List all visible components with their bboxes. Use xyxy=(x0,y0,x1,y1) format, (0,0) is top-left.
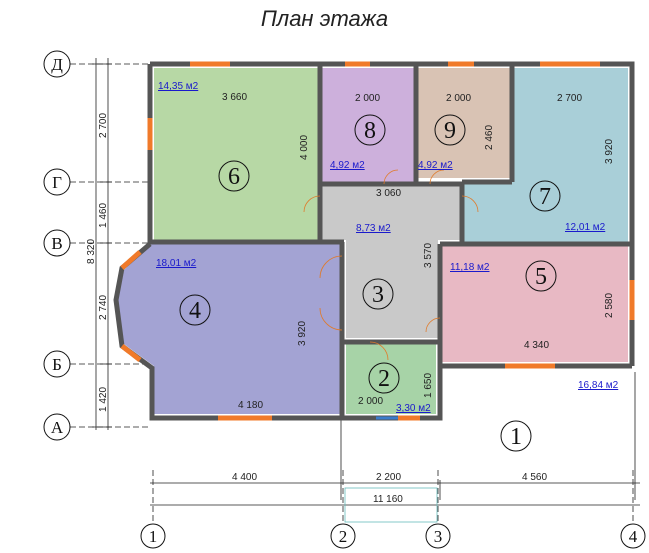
dim-r9-height: 2 460 xyxy=(484,125,495,150)
dim-r4-width: 4 180 xyxy=(238,400,263,411)
dim-left-2: 1 460 xyxy=(98,203,109,228)
room-3 xyxy=(322,186,460,338)
dimension-lines xyxy=(70,58,640,528)
room-8-number: 8 xyxy=(364,118,376,144)
room-5-number: 5 xyxy=(535,264,547,290)
dim-r6-height: 4 000 xyxy=(299,135,310,160)
room-3-area: 8,73 м2 xyxy=(356,223,391,234)
room-9 xyxy=(418,68,510,178)
dim-r7-width: 2 700 xyxy=(557,93,582,104)
room-4 xyxy=(118,244,340,414)
dim-bottom-2: 2 200 xyxy=(376,472,401,483)
room-9-area: 4,92 м2 xyxy=(418,160,453,171)
dim-bottom-total: 11 160 xyxy=(373,494,403,505)
dim-r2-width: 2 000 xyxy=(358,396,383,407)
dim-bottom-1: 4 400 xyxy=(232,472,257,483)
room-8 xyxy=(322,68,414,182)
room-5 xyxy=(442,246,628,362)
dim-r8-width: 2 000 xyxy=(355,93,380,104)
room-2-number: 2 xyxy=(378,366,390,392)
axis-label-1: 1 xyxy=(149,527,158,546)
axis-label-4: 4 xyxy=(629,527,638,546)
room-7 xyxy=(464,68,628,242)
dim-left-4: 1 420 xyxy=(98,387,109,412)
dim-r2-height: 1 650 xyxy=(423,373,434,398)
dim-bottom-3: 4 560 xyxy=(522,472,547,483)
exterior-dimensions: 2 700 1 460 2 740 1 420 8 320 4 400 2 20… xyxy=(86,113,547,505)
windows xyxy=(120,61,635,421)
dim-r4-height: 3 920 xyxy=(297,321,308,346)
axis-label-D: Д xyxy=(51,55,63,74)
axis-label-3: 3 xyxy=(434,527,443,546)
axis-label-B: Б xyxy=(52,355,62,374)
room-6-area: 14,35 м2 xyxy=(158,81,199,92)
axis-marker-circles xyxy=(43,50,646,549)
dim-r6-width: 3 660 xyxy=(222,92,247,103)
room-7-area: 12,01 м2 xyxy=(565,222,606,233)
dim-r5-height: 2 580 xyxy=(604,293,615,318)
door-swings xyxy=(303,169,479,361)
plan-title: План этажа xyxy=(260,6,389,31)
room-7-number: 7 xyxy=(539,184,551,210)
dim-left-1: 2 700 xyxy=(98,113,109,138)
rooms xyxy=(118,68,628,414)
dim-left-total: 8 320 xyxy=(86,239,97,264)
room-6-number: 6 xyxy=(228,164,240,190)
dim-r9-width: 2 000 xyxy=(446,93,471,104)
room-1-number: 1 xyxy=(510,424,522,450)
dim-corridor-height: 3 570 xyxy=(423,243,434,268)
walls xyxy=(113,61,635,421)
dim-corridor-width: 3 060 xyxy=(376,188,401,199)
room-4-number: 4 xyxy=(189,298,201,324)
axis-label-G: Г xyxy=(52,173,62,192)
room-9-number: 9 xyxy=(444,118,456,144)
axis-label-2: 2 xyxy=(339,527,348,546)
room-areas: 14,35 м2 4,92 м2 4,92 м2 12,01 м2 8,73 м… xyxy=(156,81,619,414)
room-number-circles xyxy=(179,114,561,452)
room-4-area: 18,01 м2 xyxy=(156,258,197,269)
dim-r5-width: 4 340 xyxy=(524,340,549,351)
room-numbers: 6 8 9 7 3 4 5 2 1 xyxy=(189,118,551,450)
room-6 xyxy=(154,68,318,240)
axis-label-V: В xyxy=(51,234,62,253)
dim-r7-height: 3 920 xyxy=(604,139,615,164)
room-8-area: 4,92 м2 xyxy=(330,160,365,171)
room-1-area: 16,84 м2 xyxy=(578,380,619,391)
axis-label-A: А xyxy=(51,418,64,437)
room-2-area: 3,30 м2 xyxy=(396,403,431,414)
dim-left-3: 2 740 xyxy=(98,295,109,320)
room-2 xyxy=(346,344,436,414)
room-3-number: 3 xyxy=(372,282,384,308)
room-5-area: 11,18 м2 xyxy=(450,262,490,273)
interior-dimensions: 3 660 2 000 2 000 2 700 3 060 4 180 4 34… xyxy=(222,92,615,411)
axis-labels: Д Г В Б А 1 2 3 4 xyxy=(51,55,638,546)
